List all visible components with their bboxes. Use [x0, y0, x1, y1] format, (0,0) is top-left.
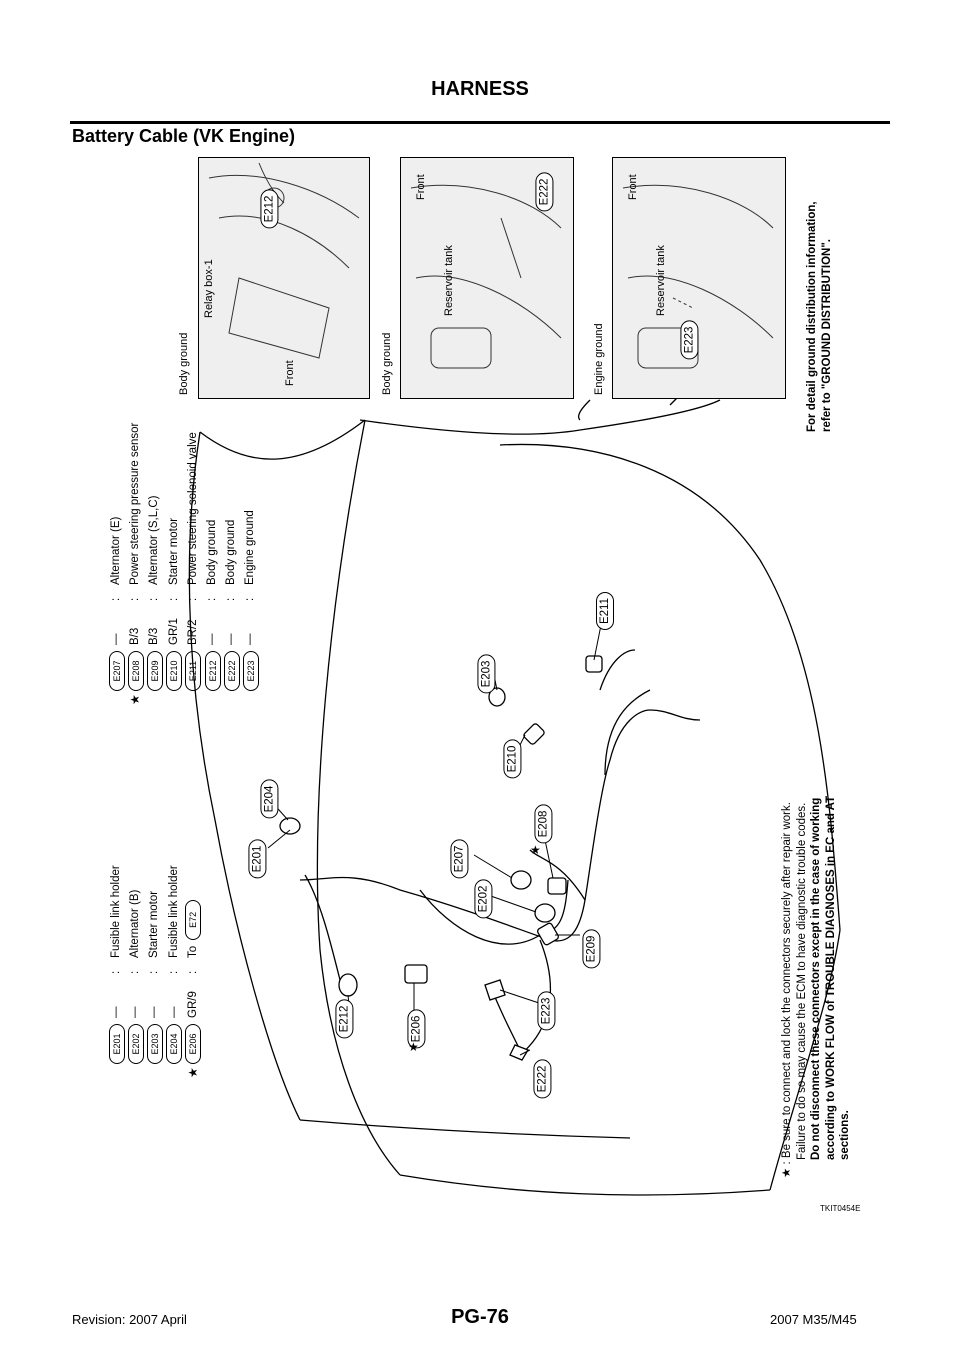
connector-tag: E201	[108, 1024, 125, 1064]
figure-id: TKIT0454E	[820, 1204, 861, 1213]
header-rule	[70, 121, 890, 124]
page-number: PG-76	[451, 1306, 509, 1328]
legend-right: E207 — : Alternator (E) ★ E208 B/3 : Pow…	[107, 423, 261, 705]
caution-note: ★ : Be sure to connect and lock the conn…	[781, 795, 852, 1178]
section-title: Battery Cable (VK Engine)	[72, 126, 296, 146]
legend-row: ★ E208 B/3 : Power steering pressure sen…	[127, 422, 144, 705]
photo-engine-ground-e223	[612, 157, 786, 399]
callout-e210: E210	[503, 739, 522, 779]
star-icon: ★	[781, 1167, 793, 1178]
callout-e209: E209	[582, 929, 601, 969]
legend-row: E202 — : Alternator (B)	[126, 865, 145, 1078]
connector-tag: E223	[242, 651, 259, 691]
legend-row: E207 — : Alternator (E)	[107, 423, 126, 705]
callout-e202: E202	[474, 879, 493, 919]
callout-e212-photo: E212	[260, 189, 279, 229]
photo-label: Front	[415, 174, 427, 200]
legend-row: E204 — : Fusible link holder	[165, 865, 184, 1078]
callout-e211: E211	[596, 591, 615, 631]
callout-e223-photo: E223	[680, 320, 699, 360]
connector-tag: E208	[127, 651, 144, 691]
photo-body-ground-e212	[198, 157, 370, 399]
legend-row: E201 — : Fusible link holder	[107, 865, 126, 1078]
photo-label: Front	[284, 360, 296, 386]
legend-row: ★ E206 GR/9 : To E72	[184, 865, 203, 1078]
connector-tag: E207	[108, 651, 125, 691]
legend-row: E222 — : Body ground	[222, 423, 241, 705]
photo-label: Front	[627, 174, 639, 200]
callout-e203: E203	[477, 654, 496, 694]
legend-left: E201 — : Fusible link holder E202 — : Al…	[107, 865, 203, 1078]
footer-model: 2007 M35/M45	[770, 1312, 857, 1327]
connector-tag: E210	[166, 651, 183, 691]
callout-e222-photo: E222	[535, 172, 554, 212]
footer-revision: Revision: 2007 April	[72, 1312, 187, 1327]
star-icon: ★	[530, 843, 541, 857]
legend-row: E209 B/3 : Alternator (S,L,C)	[145, 423, 164, 705]
callout-e207: E207	[450, 839, 469, 879]
ground-note: For detail ground distribution informati…	[806, 201, 833, 432]
connector-tag: E212	[204, 651, 221, 691]
connector-tag: E211	[185, 651, 202, 691]
connector-tag: E202	[127, 1024, 144, 1064]
connector-tag: E72	[185, 899, 202, 940]
photo-caption: Body ground	[381, 332, 393, 395]
legend-row: E212 — : Body ground	[203, 423, 222, 705]
star-icon: ★	[408, 1040, 419, 1054]
legend-row: E211 BR/2 : Power steering solenoid valv…	[184, 423, 203, 705]
photo-illustration	[410, 184, 562, 369]
connector-tag: E206	[185, 1024, 202, 1064]
callout-e208: E208	[534, 804, 553, 844]
connector-tag: E222	[223, 651, 240, 691]
photo-label: Reservoir tank	[443, 245, 455, 316]
connector-tag: E209	[146, 651, 163, 691]
photo-label: Relay box-1	[203, 259, 215, 318]
photo-label: Reservoir tank	[655, 245, 667, 316]
legend-row: E203 — : Starter motor	[145, 865, 164, 1078]
callout-e204: E204	[260, 779, 279, 819]
callout-e222: E222	[533, 1059, 552, 1099]
connector-tag: E203	[146, 1024, 163, 1064]
page-header-title: HARNESS	[431, 78, 529, 100]
photo-caption: Engine ground	[593, 323, 605, 395]
legend-row: E210 GR/1 : Starter motor	[165, 423, 184, 705]
callout-e212: E212	[335, 999, 354, 1039]
connector-tag: E204	[166, 1024, 183, 1064]
legend-row: E223 — : Engine ground	[241, 423, 260, 705]
callout-e201: E201	[248, 839, 267, 879]
callout-e223: E223	[537, 991, 556, 1031]
photo-caption: Body ground	[178, 332, 190, 395]
